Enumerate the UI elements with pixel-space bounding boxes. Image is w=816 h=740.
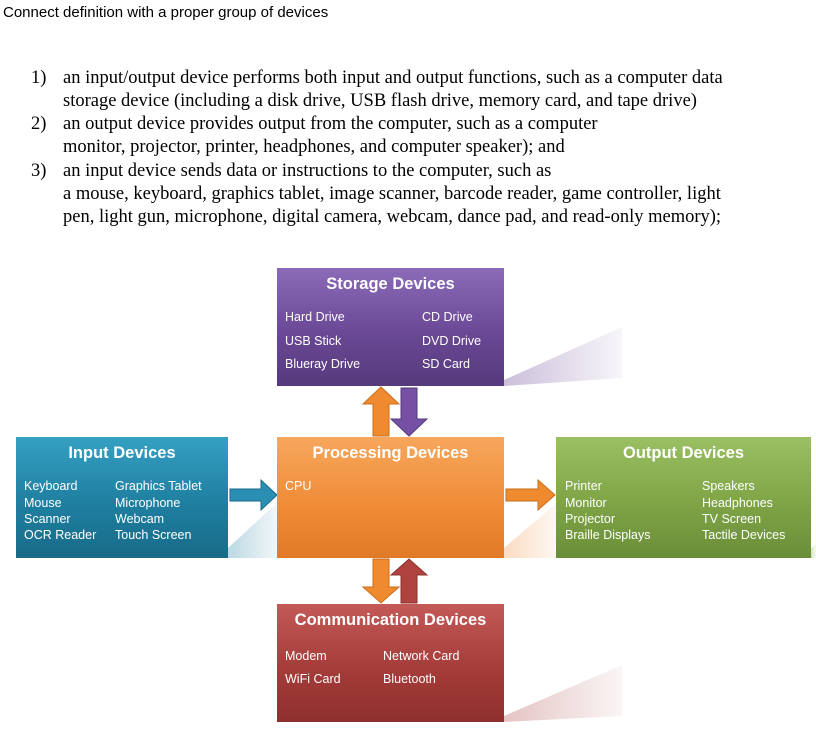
storage-item: Hard Drive — [285, 310, 345, 324]
input-item: Microphone — [115, 496, 181, 510]
output-item: Projector — [565, 512, 616, 526]
storage-item: SD Card — [422, 357, 470, 371]
definition-1: 1) an input/output device performs both … — [31, 67, 723, 113]
definition-line: an output device provides output from th… — [63, 114, 598, 134]
input-box-shadow — [228, 500, 280, 558]
processing-devices-box: Processing Devices CPU — [277, 437, 504, 558]
input-devices-box: Input Devices Keyboard Graphics Tablet M… — [16, 437, 228, 558]
storage-devices-title: Storage Devices — [326, 275, 455, 293]
definition-2: 2) an output device provides output from… — [31, 113, 598, 159]
output-item: TV Screen — [702, 512, 762, 526]
storage-item: USB Stick — [285, 334, 342, 348]
output-box-shadow — [811, 544, 816, 558]
input-devices-title: Input Devices — [68, 444, 176, 462]
arrow-up-orange-icon — [361, 386, 401, 437]
output-item: Tactile Devices — [702, 528, 786, 542]
definition-number: 2) — [31, 114, 47, 134]
arrow-right-blue-icon — [229, 478, 278, 512]
definition-line: a mouse, keyboard, graphics tablet, imag… — [63, 184, 721, 204]
input-item: Touch Screen — [115, 528, 192, 542]
communication-item: Modem — [285, 649, 327, 663]
definition-line: storage device (including a disk drive, … — [63, 91, 697, 111]
processing-devices-title: Processing Devices — [312, 444, 469, 462]
storage-item: DVD Drive — [422, 334, 482, 348]
processing-item: CPU — [285, 479, 312, 493]
definition-3: 3) an input device sends data or instruc… — [31, 160, 722, 229]
storage-item: CD Drive — [422, 310, 473, 324]
output-item: Speakers — [702, 479, 755, 493]
arrow-down-orange-icon — [361, 558, 401, 604]
input-item: Graphics Tablet — [115, 479, 202, 493]
definition-number: 1) — [31, 68, 47, 88]
definition-line: an input device sends data or instructio… — [63, 161, 552, 181]
communication-item: Bluetooth — [383, 672, 436, 686]
input-item: Scanner — [24, 512, 71, 526]
input-item: OCR Reader — [24, 528, 97, 542]
definition-number: 3) — [31, 161, 47, 181]
output-devices-box: Output Devices Printer Speakers Monitor … — [556, 437, 811, 558]
processing-box-shadow — [504, 500, 560, 558]
output-item: Headphones — [702, 496, 773, 510]
communication-item: WiFi Card — [285, 672, 341, 686]
storage-item: Blueray Drive — [285, 357, 361, 371]
communication-devices-title: Communication Devices — [294, 611, 487, 629]
definition-line: an input/output device performs both inp… — [63, 68, 723, 88]
page-heading: Connect definition with a proper group o… — [3, 4, 329, 21]
definition-line: monitor, projector, printer, headphones,… — [63, 137, 565, 157]
comm-box-shadow — [504, 665, 622, 722]
input-item: Keyboard — [24, 479, 78, 493]
output-item: Braille Displays — [565, 528, 651, 542]
storage-devices-box: Storage Devices Hard Drive CD Drive USB … — [277, 268, 504, 386]
arrow-down-purple-icon — [389, 387, 429, 437]
storage-box-shadow — [504, 327, 622, 386]
output-devices-title: Output Devices — [622, 444, 745, 462]
arrow-right-orange-icon — [505, 478, 556, 512]
communication-devices-box: Communication Devices Modem Network Card… — [277, 604, 504, 722]
input-item: Mouse — [24, 496, 62, 510]
arrow-up-red-icon — [389, 558, 429, 604]
input-item: Webcam — [115, 512, 165, 526]
output-item: Printer — [565, 479, 602, 493]
communication-item: Network Card — [383, 649, 460, 663]
definition-line: pen, light gun, microphone, digital came… — [63, 207, 722, 227]
output-item: Monitor — [565, 496, 607, 510]
